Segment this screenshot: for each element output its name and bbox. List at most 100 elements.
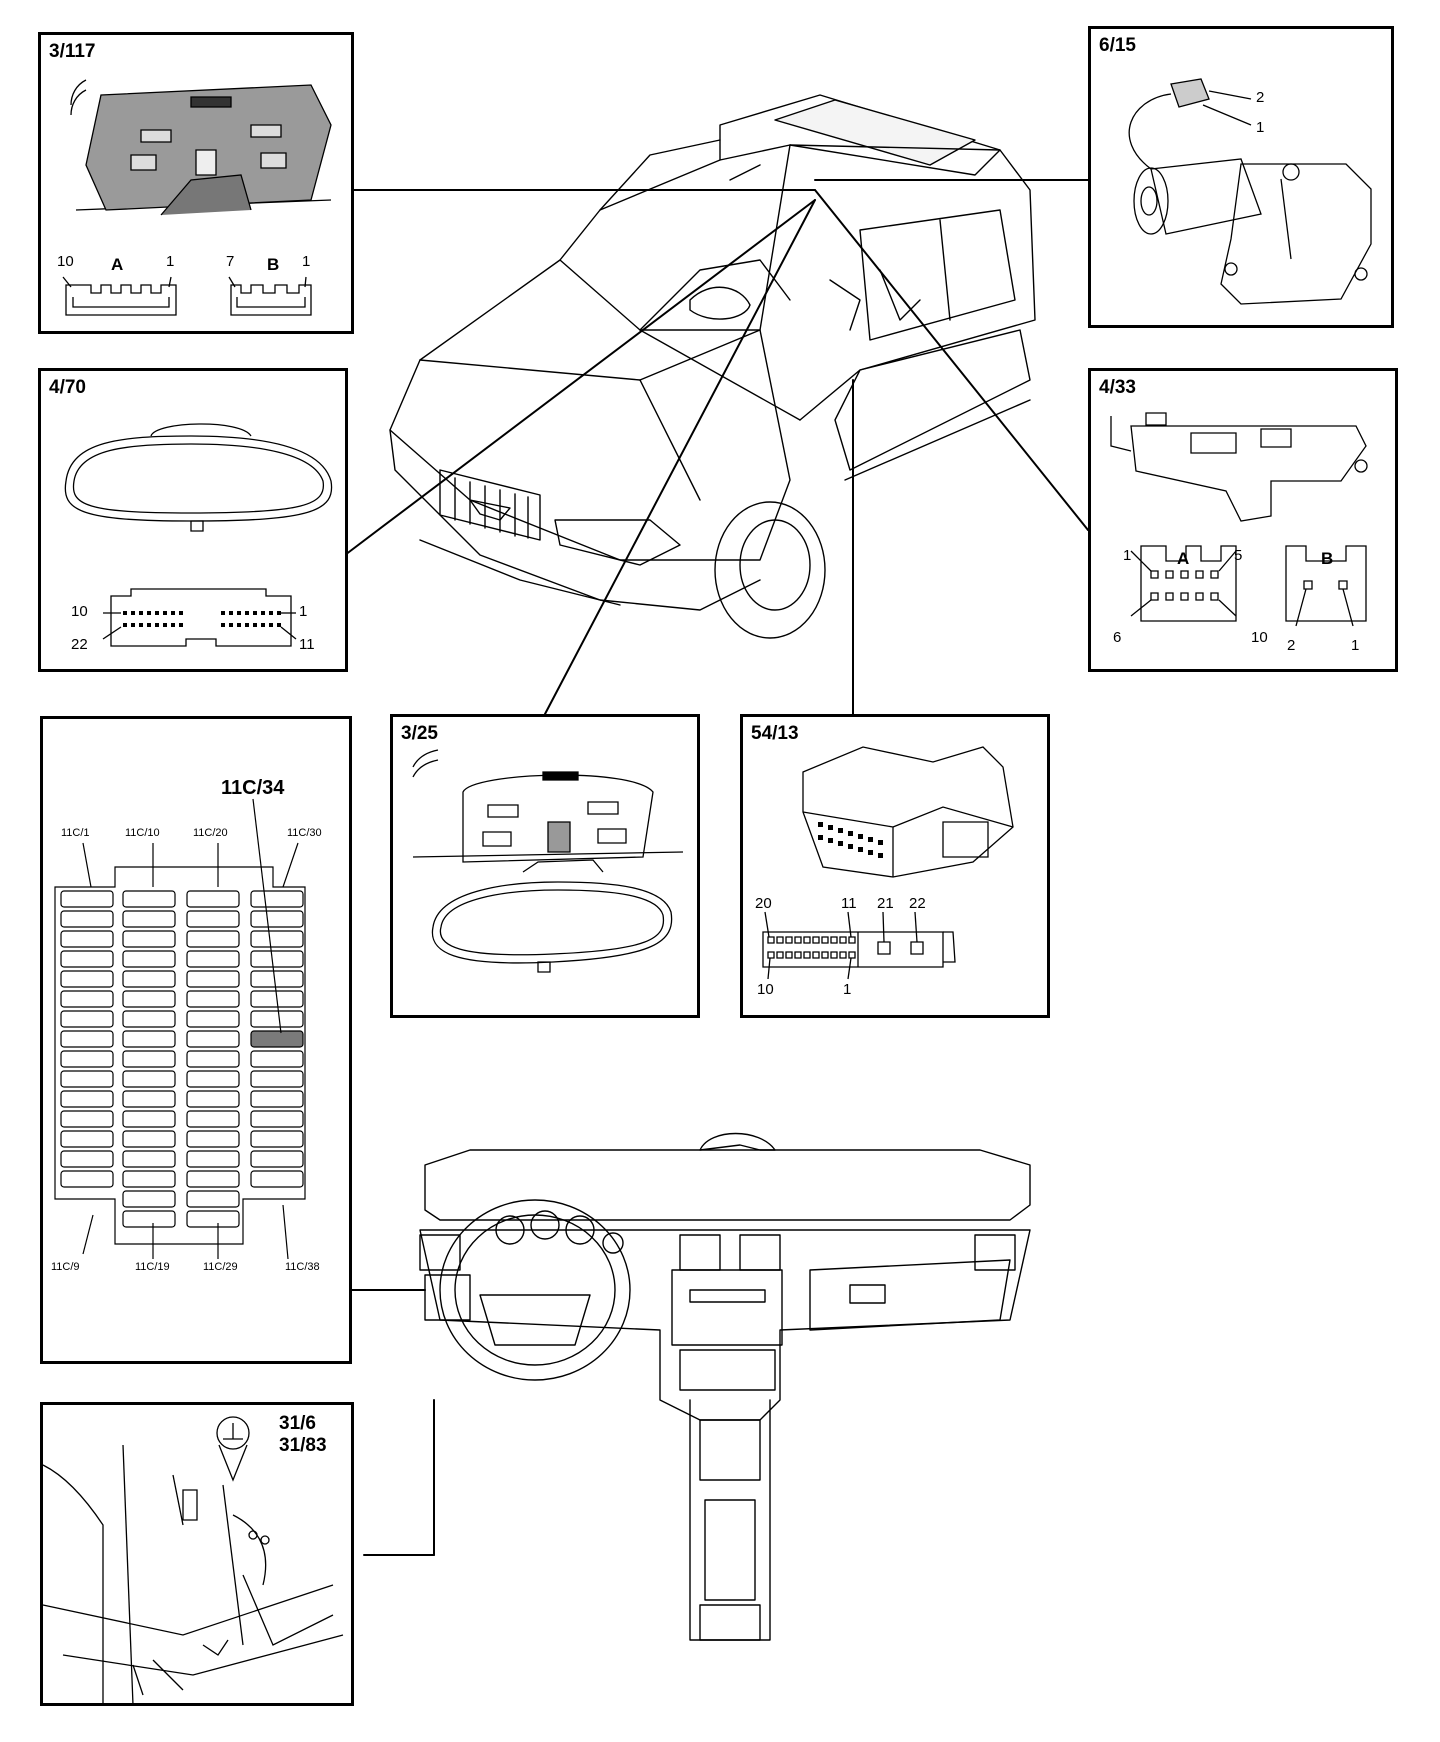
fuse-slot — [187, 911, 239, 927]
connector-a-label: A — [111, 255, 124, 274]
console-mirror-drawing — [393, 717, 703, 1021]
pin-22: 22 — [909, 895, 926, 912]
fuse-slot — [251, 991, 303, 1007]
fuse-slot — [251, 1071, 303, 1087]
fuse-slot — [251, 951, 303, 967]
fuse-slot — [123, 1211, 175, 1227]
conn-a-pin-10: 10 — [1251, 629, 1268, 646]
fuse-slot — [251, 931, 303, 947]
fuse-slot — [123, 1071, 175, 1087]
panel-3-25: 3/25 — [390, 714, 700, 1018]
fuse-slot — [61, 931, 113, 947]
ground-title-2: 31/83 — [279, 1435, 327, 1456]
fuse-slot — [251, 1011, 303, 1027]
panel-title: 54/13 — [751, 723, 799, 744]
conn-a-pin-right: 1 — [166, 253, 175, 270]
pin-11: 11 — [841, 895, 857, 912]
fuse-slot — [187, 1211, 239, 1227]
fuse-slot — [251, 891, 303, 907]
fuse-slot — [61, 1151, 113, 1167]
panel-title: 4/70 — [49, 377, 86, 398]
panel-ground: 31/6 31/83 — [40, 1402, 354, 1706]
fuse-slot — [61, 971, 113, 987]
fuse-slot — [187, 1051, 239, 1067]
dashboard-illustration — [420, 1134, 1030, 1641]
top-label-4: 11C/30 — [287, 827, 322, 839]
ground-title-1: 31/6 — [279, 1413, 316, 1434]
module-drawing — [1091, 371, 1401, 675]
car-illustration — [390, 95, 1035, 638]
pin-10: 10 — [757, 981, 774, 998]
pin-1: 1 — [843, 981, 852, 998]
panel-3-117: 3/117 10 A 1 7 B 1 — [38, 32, 354, 334]
fuse-slot — [61, 1051, 113, 1067]
fuse-slot — [123, 1011, 175, 1027]
fuse-slot — [187, 1071, 239, 1087]
fuse-slot — [187, 1031, 239, 1047]
fuse-slot — [187, 1111, 239, 1127]
panel-6-15: 6/15 2 1 — [1088, 26, 1394, 328]
fuse-slot — [123, 931, 175, 947]
fuse-slot — [123, 1131, 175, 1147]
conn-a-pin-1: 1 — [1123, 547, 1132, 564]
panel-title: 3/25 — [401, 723, 438, 744]
panel-4-70: 4/70 10 1 22 11 — [38, 368, 348, 672]
bottom-label-1: 11C/9 — [51, 1261, 80, 1273]
fuse-slot — [61, 1091, 113, 1107]
ground-icon — [217, 1417, 249, 1480]
fuse-slot — [187, 1091, 239, 1107]
pin-10: 10 — [71, 603, 88, 620]
conn-a-pin-left: 10 — [57, 253, 74, 270]
connector-b-label: B — [267, 255, 280, 274]
pin-21: 21 — [877, 895, 894, 912]
fuse-slot — [61, 951, 113, 967]
fuse-slot — [251, 1051, 303, 1067]
fuse-slot — [123, 971, 175, 987]
fuse-slot — [61, 1031, 113, 1047]
conn-a-pin-5: 5 — [1234, 547, 1243, 564]
fuse-slot — [61, 1071, 113, 1087]
fuse-slot — [61, 1011, 113, 1027]
connector-drawing — [743, 717, 1053, 1021]
bottom-label-3: 11C/29 — [203, 1261, 238, 1273]
panel-title: 6/15 — [1099, 35, 1136, 56]
leader-lines — [345, 180, 1090, 1555]
top-label-2: 11C/10 — [125, 827, 160, 839]
fuse-slot — [187, 891, 239, 907]
connector-a-label: A — [1177, 549, 1190, 568]
pin-1: 1 — [1256, 119, 1265, 136]
connector-b-label: B — [1321, 549, 1334, 568]
panel-title: 3/117 — [49, 41, 96, 62]
fuse-slot — [187, 1171, 239, 1187]
fuse-slot — [187, 971, 239, 987]
pin-11: 11 — [299, 636, 315, 653]
fuse-slot — [187, 1191, 239, 1207]
panel-title: 4/33 — [1099, 377, 1136, 398]
fuse-slot — [123, 911, 175, 927]
bottom-label-4: 11C/38 — [285, 1261, 320, 1273]
mirror-drawing — [41, 371, 351, 675]
fuse-slot — [251, 1031, 303, 1047]
panel-4-33: 4/33 1 A 5 B 6 10 2 1 — [1088, 368, 1398, 672]
conn-b-pin-left: 7 — [226, 253, 235, 270]
pin-22: 22 — [71, 636, 88, 653]
fuse-slot — [123, 1051, 175, 1067]
fuse-slot — [123, 1111, 175, 1127]
fuse-slot — [251, 1091, 303, 1107]
fuse-slot — [251, 1111, 303, 1127]
fuse-slot — [61, 1111, 113, 1127]
conn-b-pin-2: 2 — [1287, 637, 1296, 654]
top-label-3: 11C/20 — [193, 827, 228, 839]
fuse-slot — [123, 1191, 175, 1207]
top-label-1: 11C/1 — [61, 827, 90, 839]
pin-2: 2 — [1256, 89, 1265, 106]
fuse-slot — [61, 991, 113, 1007]
panel-fusebox: 11C/34 11C/1 11C/10 11C/20 11C/30 11C/9 … — [40, 716, 352, 1364]
roof-console-drawing — [41, 35, 357, 337]
fuse-slot — [187, 1151, 239, 1167]
fuse-grid — [43, 719, 355, 1367]
fuse-slot — [61, 911, 113, 927]
fuse-slot — [61, 891, 113, 907]
fuse-slot — [187, 1131, 239, 1147]
